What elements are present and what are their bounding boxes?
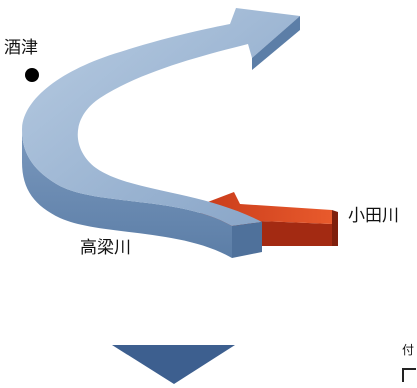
odagawa-label: 小田川 — [348, 206, 399, 226]
takahashigawa-tail-face — [232, 222, 262, 258]
corner-box — [402, 368, 416, 382]
sakatsu-location-marker — [25, 68, 39, 82]
odagawa-arrow-end — [332, 210, 338, 246]
takahashigawa-arrowhead-side — [252, 16, 300, 70]
sakatsu-label: 酒津 — [4, 38, 38, 58]
down-arrow-icon — [112, 345, 235, 384]
takahashigawa-arrow-top — [22, 8, 300, 226]
corner-note-label: 付 — [402, 343, 415, 357]
takahashigawa-label: 高梁川 — [80, 238, 131, 258]
takahashigawa-arrow-side — [22, 130, 232, 258]
